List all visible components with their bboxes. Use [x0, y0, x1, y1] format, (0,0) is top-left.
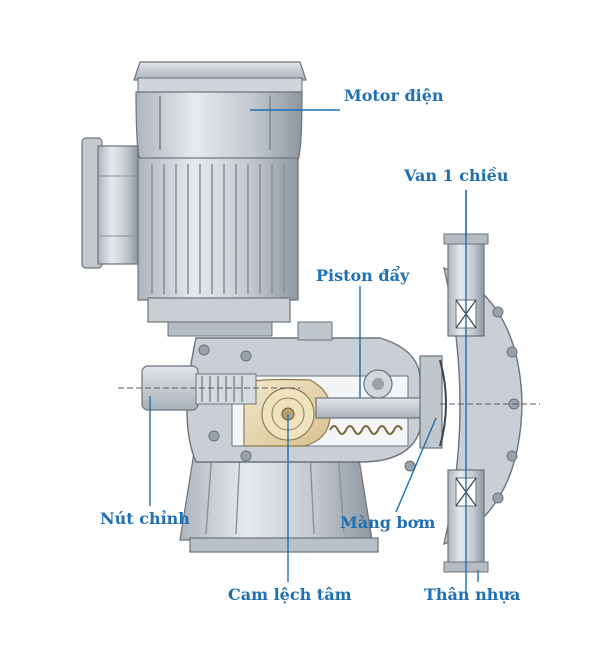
motor	[81, 61, 307, 337]
label-diaphragm: Màng bơm	[340, 513, 435, 532]
label-motor: Motor điện	[344, 86, 444, 105]
adjust-knob	[118, 365, 300, 411]
leader-diaphragm	[395, 417, 437, 513]
leader-lines	[149, 109, 479, 582]
label-adjust-knob: Nút chỉnh	[100, 509, 190, 528]
label-plastic-body: Thân nhựa	[424, 585, 520, 604]
label-check-valve: Van 1 chiều	[403, 166, 509, 185]
label-eccentric-cam: Cam lệch tâm	[228, 585, 352, 604]
label-piston: Piston đẩy	[316, 264, 410, 285]
pump-head	[419, 190, 540, 600]
